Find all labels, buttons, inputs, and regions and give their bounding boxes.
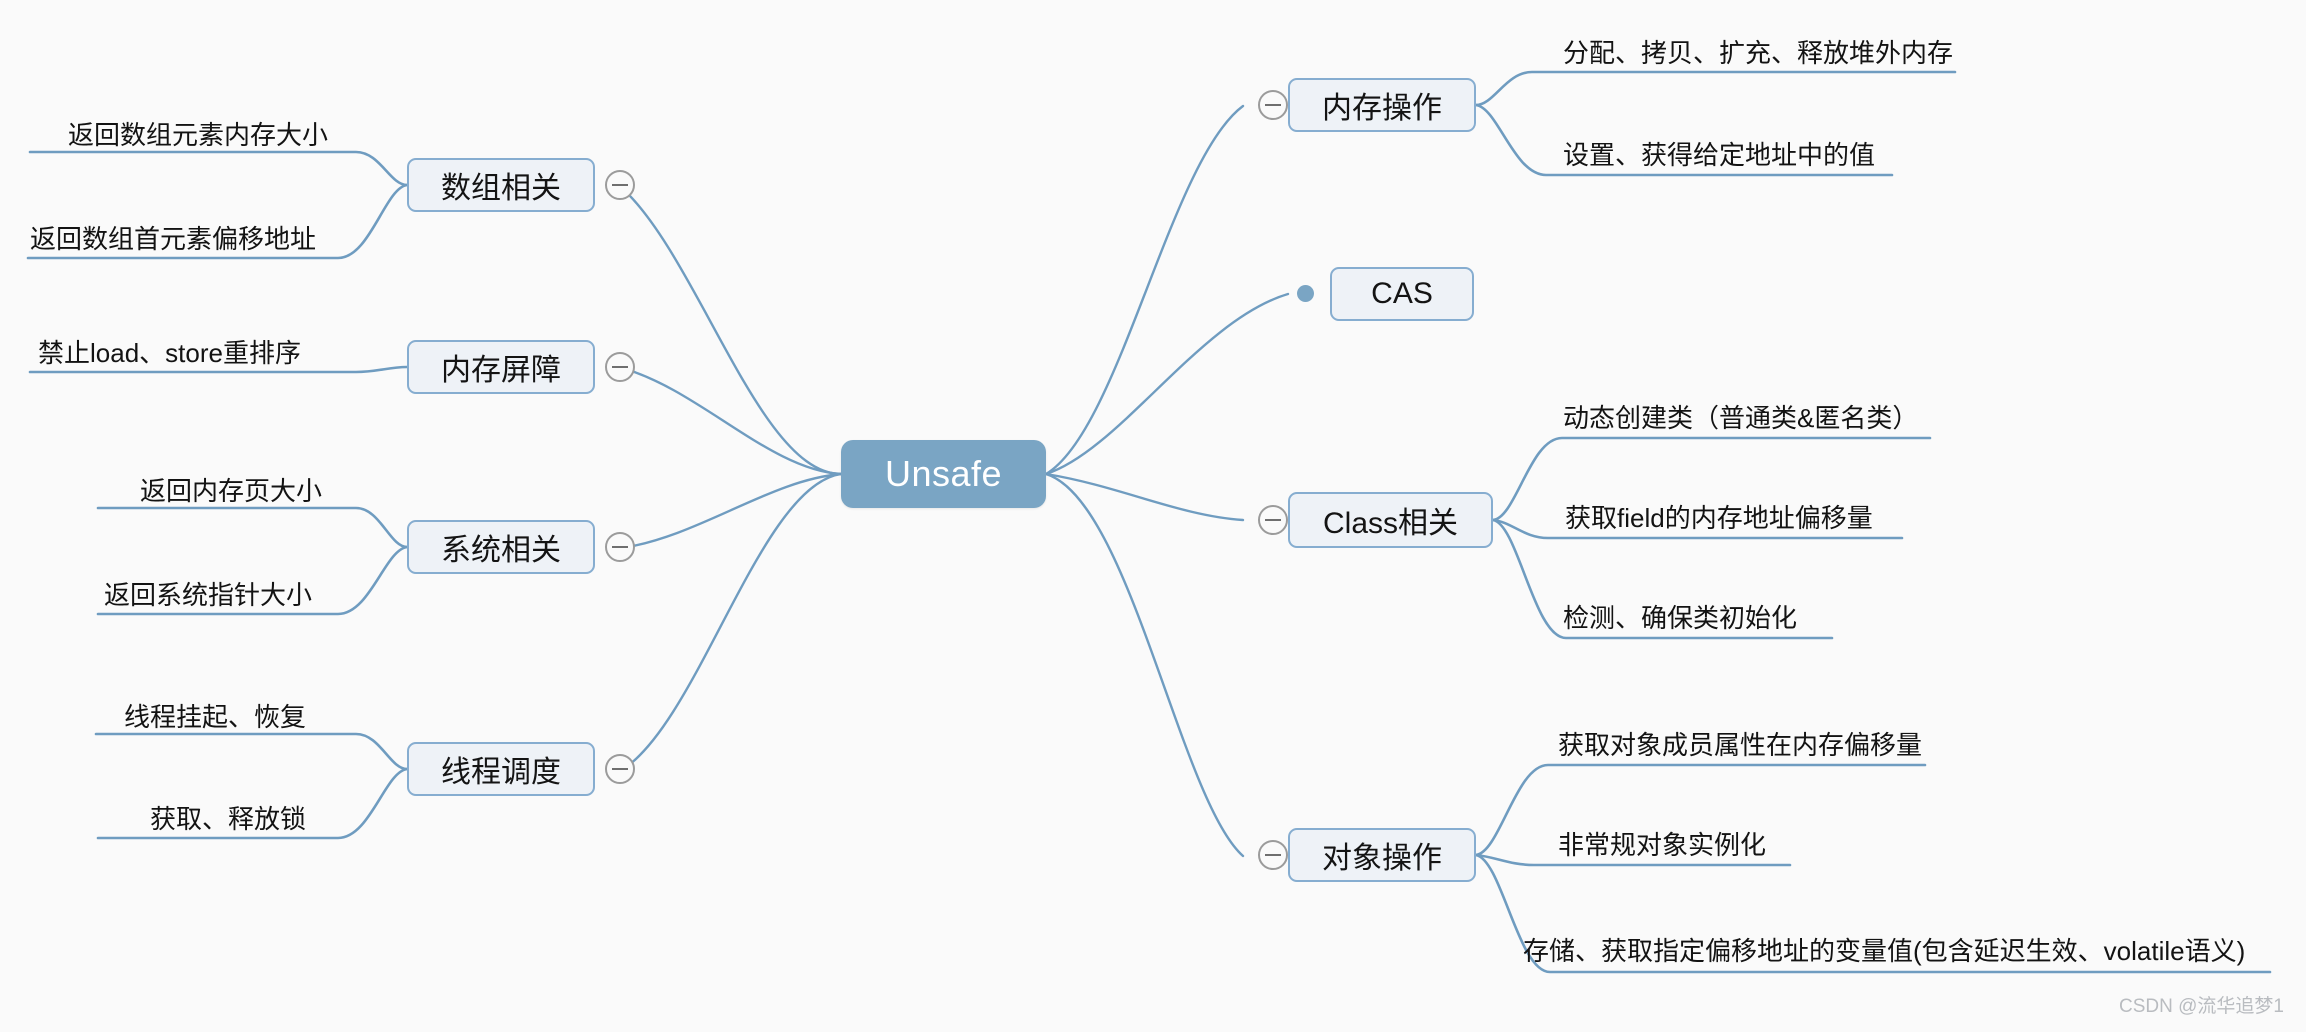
leaf-label[interactable]: 检测、确保类初始化 [1563,603,1798,633]
csdn-watermark: CSDN @流华追梦1 [2119,996,2284,1017]
wire-root-to-array [620,186,843,476]
wire-root-to-membarrier [620,366,843,476]
leaf-label[interactable]: 获取对象成员属性在内存偏移量 [1558,730,1923,760]
leaf-label[interactable]: 返回内存页大小 [140,476,323,506]
branch-node-label: 内存操作 [1322,92,1442,125]
branch-node-label: 数组相关 [441,172,561,205]
wire-memop-to-leaf1 [1474,70,1957,107]
wire-root-to-system [620,472,843,550]
branch-node-object-operation[interactable]: 对象操作 [1288,828,1476,882]
root-node-label: Unsafe [884,453,1003,494]
leaf-label[interactable]: 设置、获得给定地址中的值 [1563,140,1876,170]
root-node[interactable]: Unsafe [841,440,1046,508]
wire-root-to-objop [1044,472,1245,858]
wire-threadsched-to-leaf1 [94,732,409,771]
wire-root-to-cas [1044,292,1290,476]
leaf-label[interactable]: 非常规对象实例化 [1558,830,1767,860]
wire-root-to-class [1044,472,1245,522]
branch-node-label: 系统相关 [441,534,561,567]
branch-node-memory-barrier[interactable]: 内存屏障 [407,340,595,394]
leaf-label[interactable]: 返回系统指针大小 [104,580,313,610]
branch-node-label: 内存屏障 [441,354,561,387]
branch-node-system[interactable]: 系统相关 [407,520,595,574]
branch-node-thread-scheduling[interactable]: 线程调度 [407,742,595,796]
leaf-label[interactable]: 存储、获取指定偏移地址的变量值(包含延迟生效、volatile语义) [1523,936,2246,966]
minus-circle-icon-memory-operation[interactable] [1258,90,1288,120]
branch-node-label: Class相关 [1322,507,1458,540]
leaf-label[interactable]: 获取field的内存地址偏移量 [1565,503,1873,533]
bullet-dot-icon-cas[interactable] [1297,285,1314,302]
leaf-label[interactable]: 获取、释放锁 [150,804,307,834]
minus-circle-icon-thread-scheduling[interactable] [605,754,635,784]
minus-circle-icon-system[interactable] [605,532,635,562]
wire-root-to-memop [1044,104,1245,476]
branch-node-memory-operation[interactable]: 内存操作 [1288,78,1476,132]
branch-node-label: CAS [1371,277,1433,310]
branch-node-label: 对象操作 [1322,842,1442,875]
leaf-label[interactable]: 动态创建类（普通类&匿名类） [1563,403,1919,433]
leaf-label[interactable]: 线程挂起、恢复 [124,702,307,732]
minus-circle-icon-class[interactable] [1258,505,1288,535]
wire-system-to-leaf1 [96,506,409,549]
branch-node-label: 线程调度 [441,756,561,789]
branch-node-class[interactable]: Class相关 [1288,492,1493,548]
leaf-label[interactable]: 返回数组元素内存大小 [68,120,329,150]
minus-circle-icon-object-operation[interactable] [1258,840,1288,870]
leaf-label[interactable]: 分配、拷贝、扩充、释放堆外内存 [1563,38,1954,68]
wire-root-to-threadsched [620,472,843,772]
branch-node-cas[interactable]: CAS [1330,267,1474,321]
minus-circle-icon-memory-barrier[interactable] [605,352,635,382]
branch-node-array[interactable]: 数组相关 [407,158,595,212]
leaf-label[interactable]: 禁止load、store重排序 [38,338,301,368]
wire-array-to-leaf1 [28,150,409,187]
minus-circle-icon-array[interactable] [605,170,635,200]
leaf-label[interactable]: 返回数组首元素偏移地址 [30,224,317,254]
